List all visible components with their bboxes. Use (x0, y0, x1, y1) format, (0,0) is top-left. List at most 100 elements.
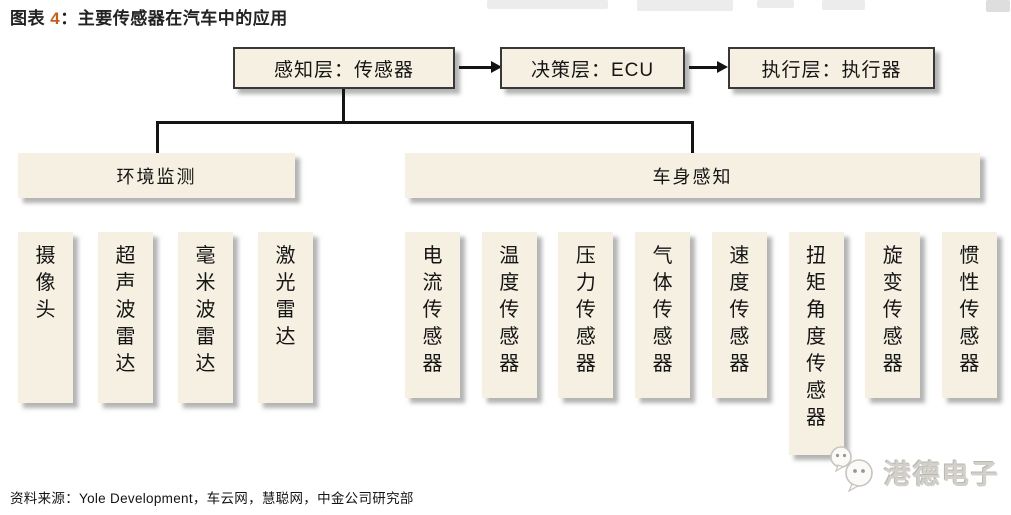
sensor-label-char: 速 (729, 245, 750, 267)
sensor-label-char: 像 (35, 272, 56, 294)
connector-stem (342, 89, 345, 124)
sensor-label-char: 激 (275, 245, 296, 267)
sensor-label-char: 感 (499, 326, 520, 348)
sensor-label-char: 雷 (115, 326, 136, 348)
sensor-box: 温度传感器 (481, 232, 537, 398)
sensor-label-char: 光 (275, 272, 296, 294)
sensor-label-char: 压 (575, 245, 596, 267)
page-artifact (986, 0, 1010, 12)
sensor-label-char: 传 (575, 299, 596, 321)
group-box-label: 环境监测 (116, 166, 197, 187)
sensor-label-char: 传 (729, 299, 750, 321)
connector-drop-left (156, 121, 159, 153)
sensor-label-char: 器 (882, 353, 903, 375)
sensor-label-char: 达 (195, 353, 216, 375)
page-artifact (757, 0, 794, 8)
sensor-label-char: 雷 (275, 299, 296, 321)
chat-bubbles-icon (828, 444, 878, 501)
sensor-box: 扭矩角度传感器 (788, 232, 844, 455)
sensor-label-char: 达 (275, 326, 296, 348)
sensor-label-char: 感 (806, 380, 827, 402)
sensor-label-char: 旋 (882, 245, 903, 267)
sensor-label-char: 感 (729, 326, 750, 348)
sensor-label-char: 变 (882, 272, 903, 294)
sensor-label-char: 度 (729, 272, 750, 294)
sensor-label-char: 传 (882, 299, 903, 321)
page-artifact (487, 0, 608, 9)
sensor-label-char: 扭 (806, 245, 827, 267)
sensor-label-char: 角 (806, 299, 827, 321)
sensor-label-char: 波 (195, 299, 216, 321)
group-box-vehicle-body: 车身感知 (405, 153, 980, 198)
sensor-label-char: 摄 (35, 245, 56, 267)
flow-box-execution: 执行层：执行器 (728, 47, 935, 89)
sensor-row-vehicle-body: 电流传感器温度传感器压力传感器气体传感器速度传感器扭矩角度传感器旋变传感器惯性传… (405, 232, 997, 455)
sensor-box: 激光雷达 (258, 232, 313, 403)
sensor-box: 速度传感器 (711, 232, 767, 398)
sensor-label-char: 性 (959, 272, 980, 294)
arrow-right-icon (689, 61, 728, 73)
sensor-label-char: 度 (806, 326, 827, 348)
sensor-box: 毫米波雷达 (178, 232, 233, 403)
sensor-label-char: 超 (115, 245, 136, 267)
page-artifact (822, 0, 865, 10)
sensor-label-char: 毫 (195, 245, 216, 267)
watermark: 港德电子 (828, 444, 1008, 500)
sensor-label-char: 声 (115, 272, 136, 294)
flow-box-decision: 决策层：ECU (500, 47, 685, 89)
sensor-label-char: 力 (575, 272, 596, 294)
source-note: 资料来源：Yole Development，车云网，慧聪网，中金公司研究部 (10, 491, 414, 506)
sensor-box: 气体传感器 (635, 232, 691, 398)
sensor-label-char: 气 (652, 245, 673, 267)
sensor-label-char: 器 (652, 353, 673, 375)
sensor-box: 摄像头 (18, 232, 73, 403)
page-title-number: 4 (50, 9, 61, 28)
sensor-box: 压力传感器 (558, 232, 614, 398)
sensor-label-char: 流 (422, 272, 443, 294)
sensor-label-char: 器 (959, 353, 980, 375)
page-title-prefix: 图表 (10, 9, 51, 28)
connector-horizontal (156, 121, 694, 124)
page-title-text: ：主要传感器在汽车中的应用 (60, 9, 288, 28)
flow-box-perception: 感知层：传感器 (233, 47, 455, 89)
sensor-label-char: 电 (422, 245, 443, 267)
page-title: 图表 4：主要传感器在汽车中的应用 (10, 4, 288, 29)
flow-box-label: 感知层：传感器 (273, 59, 414, 81)
group-box-environment: 环境监测 (18, 153, 295, 198)
sensor-box: 旋变传感器 (865, 232, 921, 398)
sensor-label-char: 温 (499, 245, 520, 267)
flow-box-label: 执行层：执行器 (761, 59, 902, 81)
sensor-label-char: 器 (422, 353, 443, 375)
sensor-label-char: 感 (652, 326, 673, 348)
sensor-label-char: 传 (806, 353, 827, 375)
flow-box-label: 决策层：ECU (530, 59, 655, 81)
sensor-label-char: 传 (959, 299, 980, 321)
sensor-label-char: 达 (115, 353, 136, 375)
sensor-row-environment: 摄像头超声波雷达毫米波雷达激光雷达 (18, 232, 313, 403)
group-box-label: 车身感知 (652, 166, 733, 187)
sensor-box: 电流传感器 (405, 232, 460, 398)
sensor-label-char: 传 (422, 299, 443, 321)
sensor-label-char: 器 (499, 353, 520, 375)
page-artifact (637, 0, 733, 11)
sensor-label-char: 器 (729, 353, 750, 375)
watermark-text: 港德电子 (884, 459, 1000, 490)
sensor-label-char: 感 (575, 326, 596, 348)
sensor-label-char: 器 (575, 353, 596, 375)
sensor-label-char: 惯 (959, 245, 980, 267)
sensor-label-char: 米 (195, 272, 216, 294)
sensor-box: 惯性传感器 (941, 232, 997, 398)
sensor-label-char: 体 (652, 272, 673, 294)
connector-drop-right (691, 121, 694, 153)
sensor-label-char: 度 (499, 272, 520, 294)
sensor-label-char: 雷 (195, 326, 216, 348)
sensor-label-char: 传 (499, 299, 520, 321)
sensor-label-char: 器 (806, 407, 827, 429)
sensor-label-char: 感 (422, 326, 443, 348)
sensor-label-char: 感 (882, 326, 903, 348)
sensor-label-char: 波 (115, 299, 136, 321)
sensor-label-char: 感 (959, 326, 980, 348)
sensor-label-char: 传 (652, 299, 673, 321)
sensor-label-char: 头 (35, 299, 56, 321)
sensor-label-char: 矩 (806, 272, 827, 294)
